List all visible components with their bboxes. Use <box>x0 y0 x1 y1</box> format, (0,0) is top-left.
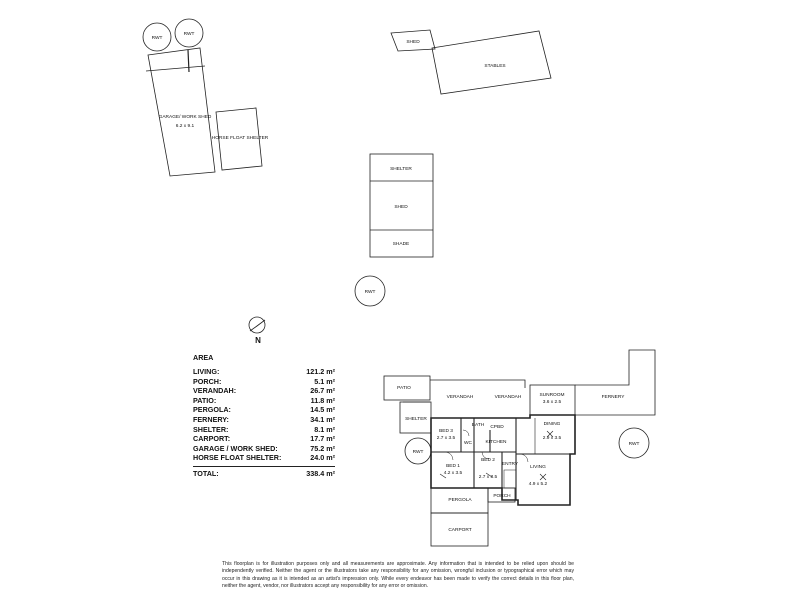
shed-block-label: SHED <box>394 204 408 210</box>
shelter-shed-shade-block <box>369 153 434 258</box>
area-row: SHELTER:8.1 m² <box>193 424 335 434</box>
north-arrow-icon <box>249 319 266 332</box>
horse-float-label: HORSE FLOAT SHELTER <box>212 135 269 141</box>
garage-dims: 6.2 x 9.1 <box>176 123 195 129</box>
small-shed-outline <box>390 29 436 52</box>
rwt-house-right-label: RWT <box>629 441 640 447</box>
rwt-tank-1 <box>142 22 172 52</box>
verandah-right-label: VERANDAH <box>495 394 522 400</box>
horse-float-shelter-outline <box>215 107 263 171</box>
patio-label: PATIO <box>397 385 411 391</box>
carport-label: CARPORT <box>448 527 471 533</box>
disclaimer-text: This floorplan is for illustration purpo… <box>222 561 574 589</box>
fernery-outline <box>575 349 656 416</box>
patio-outline <box>383 375 431 401</box>
pergola-label: PERGOLA <box>448 497 472 503</box>
area-row: PERGOLA:14.5 m² <box>193 405 335 415</box>
bed2-dims: 2.7 x 3.5 <box>479 474 498 480</box>
sunroom-label: SUNROOM <box>539 392 564 398</box>
bed1-label: BED 1 <box>446 463 460 469</box>
area-row: GARAGE / WORK SHED:75.2 m² <box>193 443 335 453</box>
sunroom-dims: 3.6 x 2.5 <box>543 399 562 405</box>
living-label: LIVING <box>530 464 546 470</box>
dining-label: DINING <box>544 421 561 427</box>
rwt-label-1: RWT <box>152 35 163 41</box>
area-table: AREA LIVING:121.2 m² PORCH:5.1 m² VERAND… <box>193 353 335 479</box>
area-total-value: 338.4 m² <box>306 468 335 478</box>
area-rows: LIVING:121.2 m² PORCH:5.1 m² VERANDAH:26… <box>193 367 335 463</box>
rwt-tank-middle <box>354 275 386 307</box>
area-row: LIVING:121.2 m² <box>193 367 335 376</box>
porch-outline <box>487 487 516 503</box>
entry-label: ENTRY <box>502 461 519 467</box>
area-row: HORSE FLOAT SHELTER:24.0 m² <box>193 453 335 463</box>
small-shed-label: SHED <box>406 39 420 45</box>
area-row: VERANDAH:26.7 m² <box>193 386 335 396</box>
area-total-row: TOTAL: 338.4 m² <box>193 465 335 479</box>
wc-label: WC <box>464 440 473 446</box>
bed2-label: BED 2 <box>481 457 495 463</box>
area-title: AREA <box>193 353 214 362</box>
north-label: N <box>255 336 261 345</box>
bath-label: BATH <box>472 422 485 428</box>
area-row: FERNERY:34.1 m² <box>193 414 335 424</box>
shade-block-label: SHADE <box>393 241 410 247</box>
garage-outline <box>147 47 216 177</box>
rwt-label-2: RWT <box>184 31 195 37</box>
area-total-label: TOTAL: <box>193 468 219 478</box>
area-row: PORCH:5.1 m² <box>193 376 335 386</box>
shelter-block-label: SHELTER <box>390 166 412 172</box>
bed1-dims: 4.2 x 3.5 <box>444 470 463 476</box>
north-arrow-circle <box>248 316 266 334</box>
area-row: CARPORT:17.7 m² <box>193 434 335 444</box>
bed3-label: BED 3 <box>439 428 453 434</box>
rwt-label-middle: RWT <box>365 289 376 295</box>
dining-dims: 2.9 x 3.5 <box>543 435 562 441</box>
fernery-label: FERNERY <box>602 394 626 400</box>
cpbd-label: CPBD <box>490 424 504 430</box>
garage-label: GARAGE/ WORK SHED <box>159 114 212 120</box>
stables-outline <box>431 30 552 95</box>
porch-label: PORCH <box>493 493 511 499</box>
rwt-tank-house-right <box>618 427 650 459</box>
rwt-house-left-label: RWT <box>413 449 424 455</box>
rwt-tank-2 <box>174 18 204 48</box>
verandah-left-label: VERANDAH <box>447 394 474 400</box>
kitchen-label: KITCHEN <box>485 439 507 445</box>
bed3-dims: 2.7 x 3.5 <box>437 435 456 441</box>
area-row: PATIO:11.8 m² <box>193 395 335 405</box>
stables-label: STABLES <box>484 63 505 69</box>
carport-outline <box>430 512 489 547</box>
shelter-label: SHELTER <box>405 416 427 422</box>
living-dims: 4.9 x 5.2 <box>529 481 548 487</box>
